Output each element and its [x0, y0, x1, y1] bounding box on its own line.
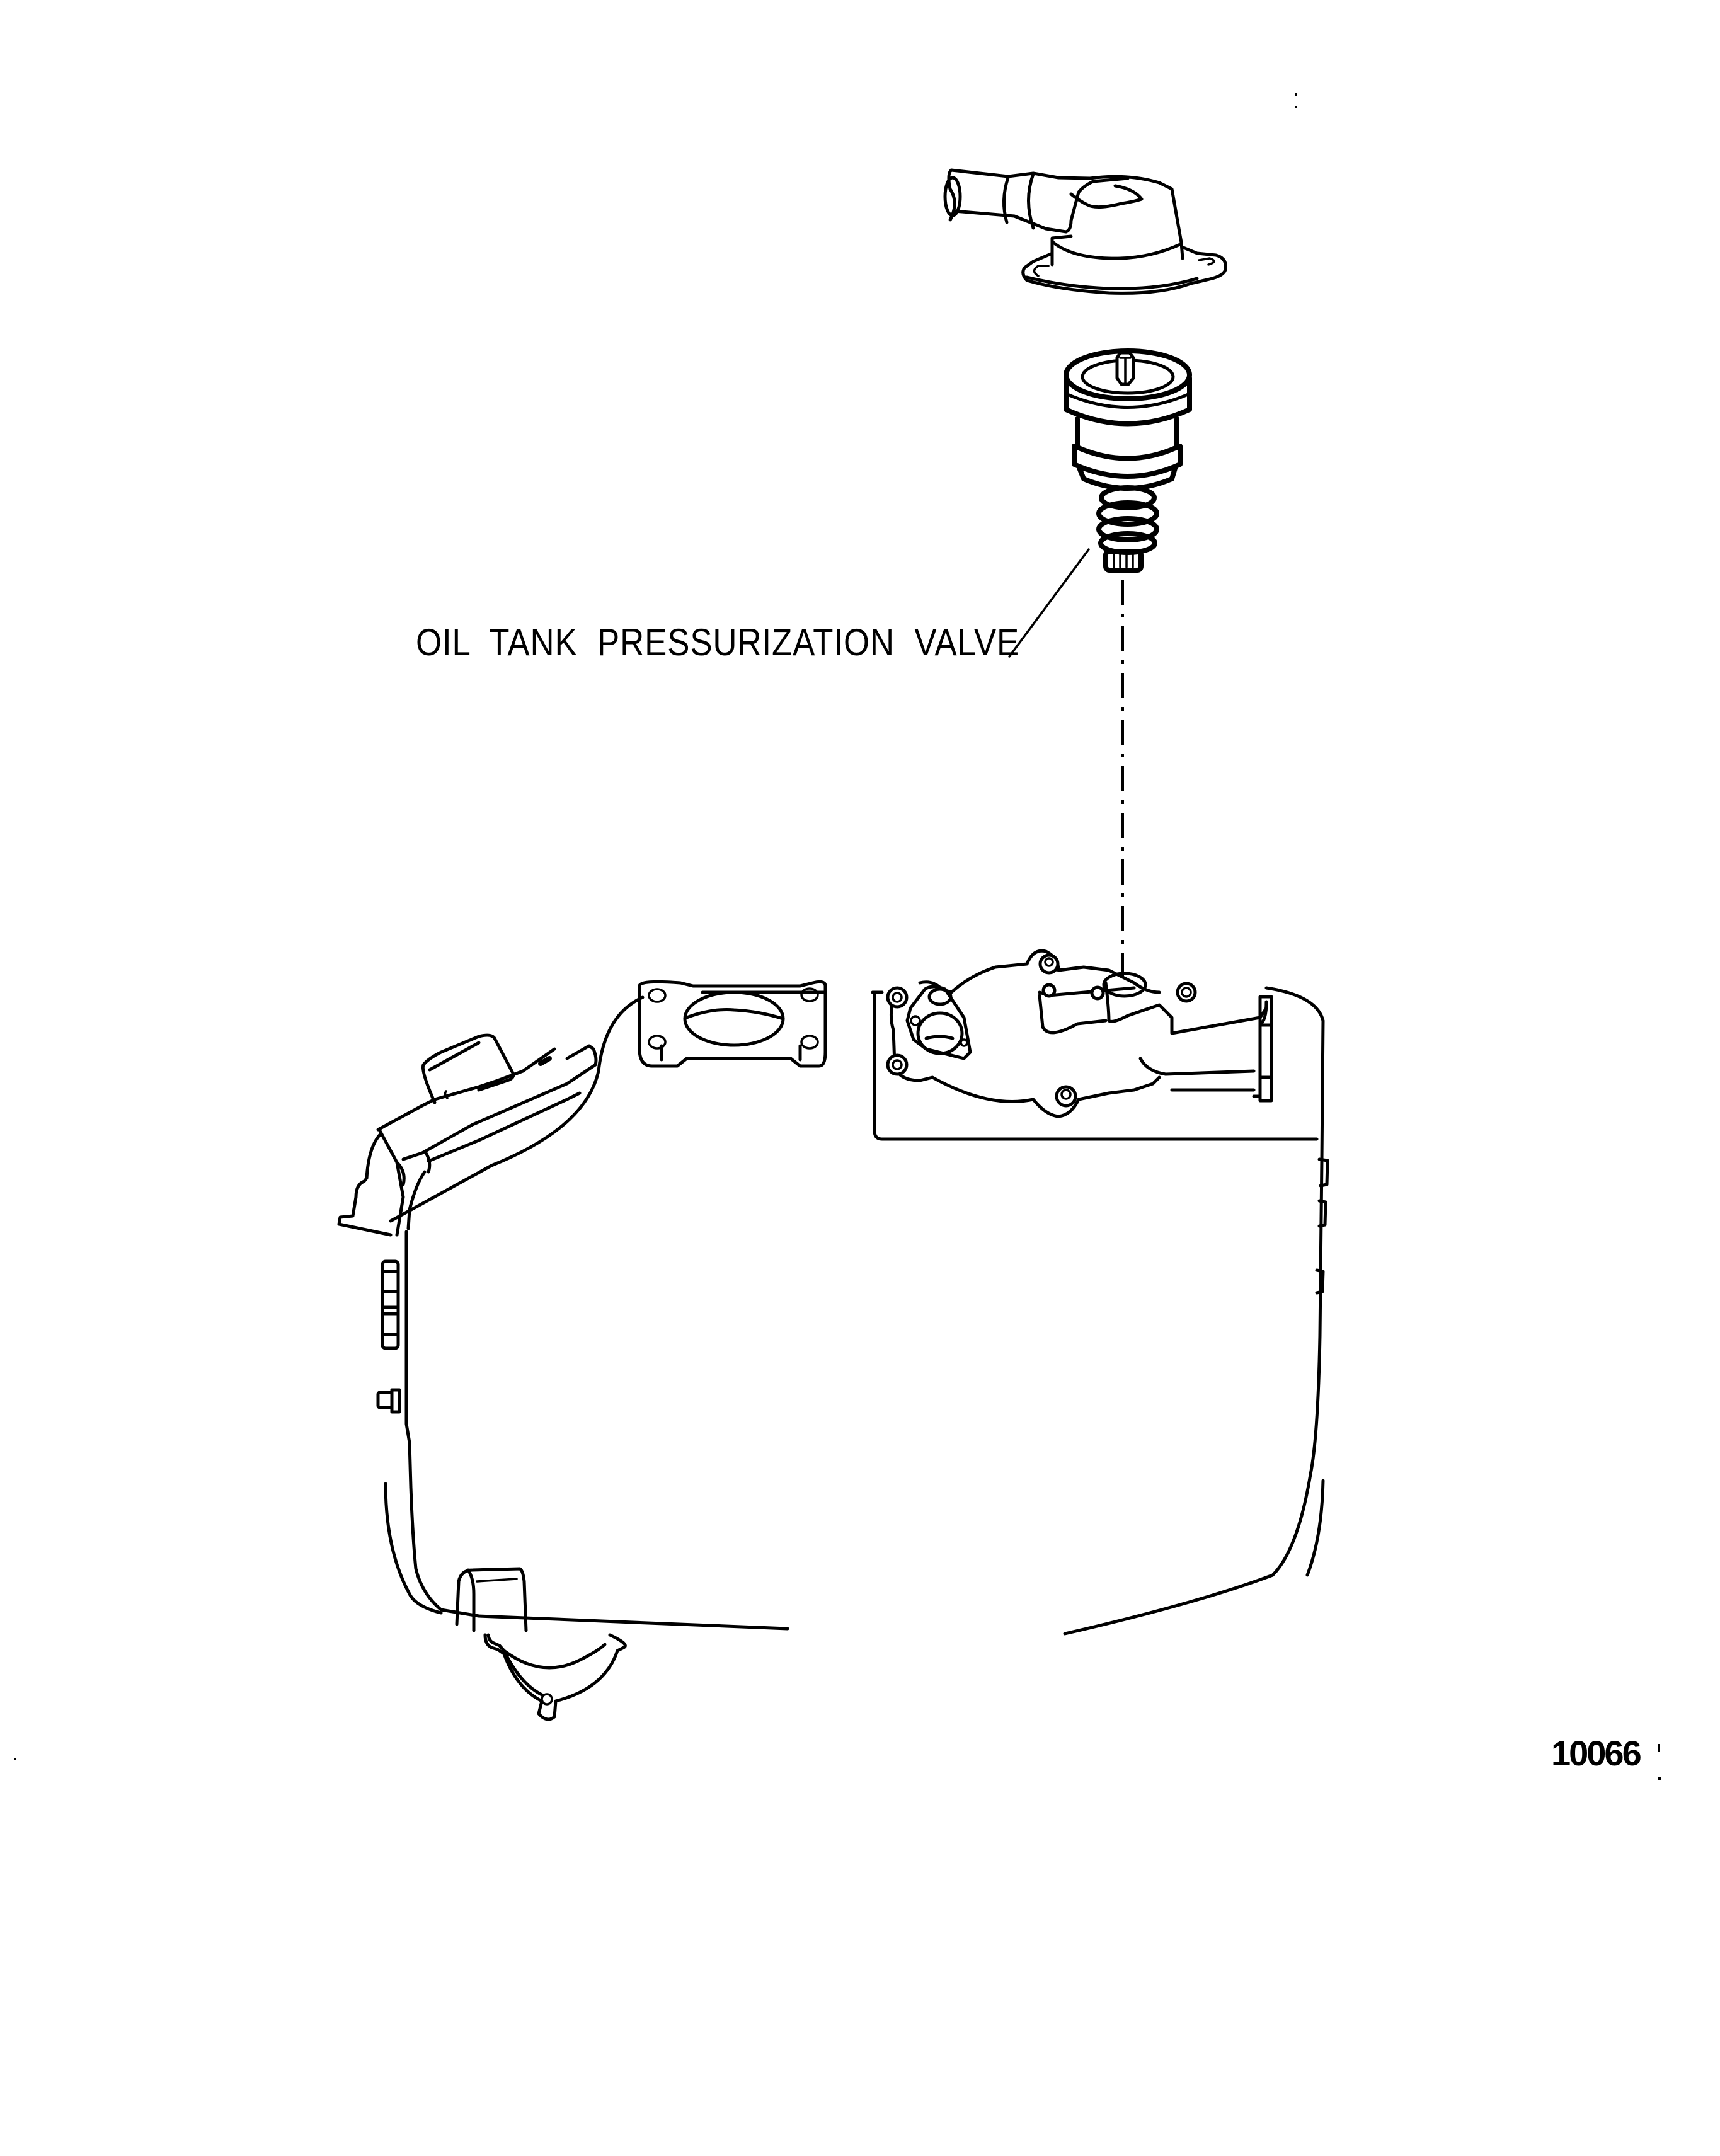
callout-label-oil-tank-pressurization-valve: OIL TANK PRESSURIZATION VALVE: [416, 621, 1020, 663]
oil-tank-pressurization-valve: [1064, 348, 1192, 573]
right-side-tabs: [1315, 1157, 1329, 1295]
bottom-sump-flange: [455, 1567, 627, 1721]
elbow-cap-fitting: [943, 168, 1227, 295]
filler-neck: [337, 1033, 598, 1237]
left-side-fittings: [376, 1259, 401, 1414]
scan-speck: [1658, 1777, 1661, 1780]
scan-speck: [14, 1758, 16, 1760]
leader-line: [1008, 548, 1090, 658]
scan-speck: [1295, 93, 1297, 96]
valve-port-housing: [886, 949, 1273, 1118]
oil-tank: [337, 949, 1329, 1721]
figure-number: 10066: [1551, 1733, 1642, 1773]
scan-speck: [1295, 106, 1297, 108]
scan-speck: [1658, 1744, 1660, 1752]
square-mounting-pad: [638, 980, 827, 1068]
